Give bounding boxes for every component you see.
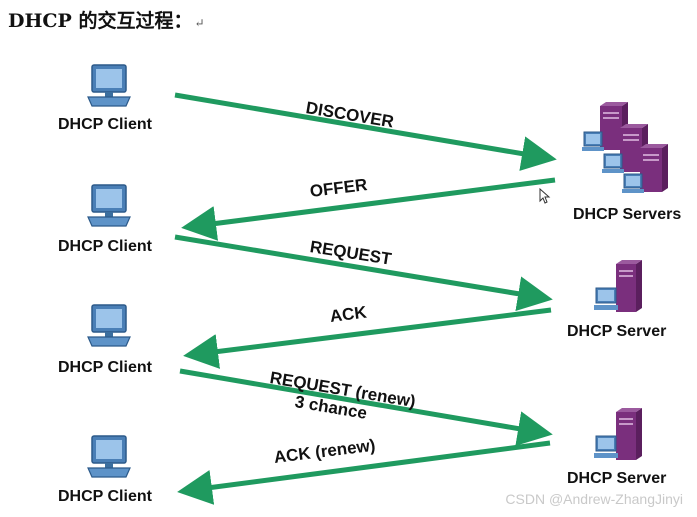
request-renew-arrow [179,368,553,446]
ack-arrow [183,307,552,369]
server-label: DHCP Server [567,470,667,487]
server-label: DHCP Server [567,323,667,340]
desktop-computer-icon [87,435,131,478]
request-arrow [174,234,553,312]
return-mark: ↵ [194,16,205,30]
client-label: DHCP Client [58,488,152,505]
page-title: DHCP 的交互过程：↵ [8,6,205,33]
server-tower-icon [594,260,642,312]
client-label: DHCP Client [58,116,152,133]
mouse-pointer-icon [539,188,551,204]
desktop-computer-icon [87,64,131,107]
watermark: CSDN @Andrew-ZhangJinyi [505,491,683,507]
server-tower-icon [594,408,642,460]
desktop-computer-icon [87,304,131,347]
desktop-computer-icon [87,184,131,227]
title-text: DHCP 的交互过程： [8,10,193,32]
client-label: DHCP Client [58,238,152,255]
offer-arrow [181,177,556,241]
server-cluster-icon [582,102,668,193]
discover-arrow [174,92,557,171]
server-label: DHCP Servers [573,206,682,223]
client-label: DHCP Client [58,359,152,376]
ack-renew-arrow [177,440,551,505]
